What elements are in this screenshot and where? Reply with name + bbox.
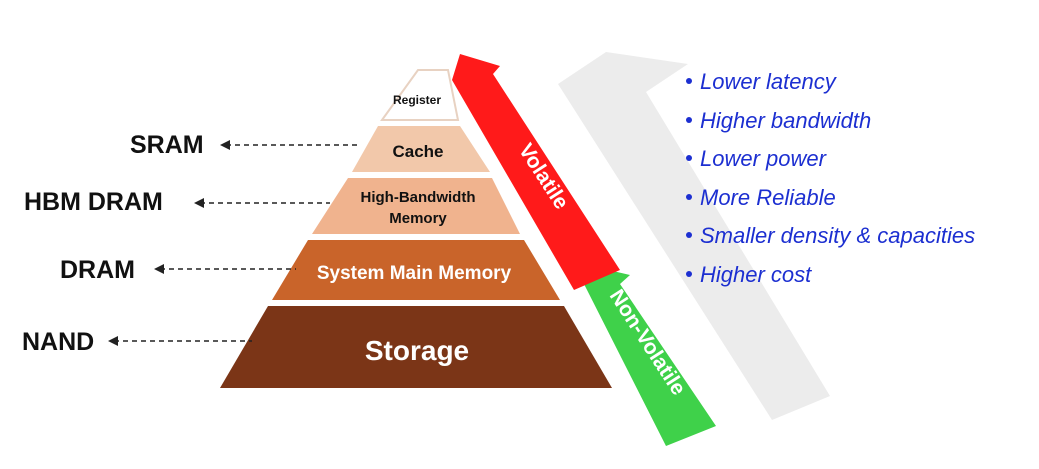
tier-label-register: Register	[393, 93, 441, 107]
tier-system-main-memory	[272, 240, 560, 300]
bullet-dot	[686, 78, 692, 84]
property-lower-power: Lower power	[700, 146, 828, 171]
arrowhead-nand	[108, 336, 118, 346]
tier-label-storage: Storage	[365, 335, 469, 366]
arrowhead-hbm-dram	[194, 198, 204, 208]
bullet-dot	[686, 155, 692, 161]
memory-type-hbm-dram: HBM DRAM	[24, 188, 163, 216]
tier-storage	[220, 306, 612, 388]
tier-label-cache: Cache	[392, 142, 443, 161]
tier-cache	[352, 126, 490, 172]
bullet-dot	[686, 117, 692, 123]
property-higher-bandwidth: Higher bandwidth	[700, 108, 871, 133]
memory-type-labels: SRAM HBM DRAM DRAM NAND	[22, 131, 358, 356]
memory-type-nand: NAND	[22, 328, 94, 356]
property-higher-cost: Higher cost	[700, 262, 812, 287]
non-volatile-arrow-body	[584, 268, 716, 446]
property-lower-latency: Lower latency	[700, 69, 838, 94]
memory-type-sram: SRAM	[130, 131, 204, 159]
volatile-arrow-body	[452, 54, 620, 290]
arrowhead-sram	[220, 140, 230, 150]
memory-type-dram: DRAM	[60, 256, 135, 284]
pyramid: Register Cache High-Bandwidth Memory Sys…	[220, 69, 612, 388]
tier-label-hbm-line2: Memory	[389, 210, 447, 227]
bullet-dot	[686, 232, 692, 238]
bullet-dot	[686, 271, 692, 277]
tier-label-system-main-memory: System Main Memory	[317, 263, 512, 284]
property-more-reliable: More Reliable	[700, 185, 836, 210]
trend-arrow	[558, 52, 830, 420]
tier-label-hbm-line1: High-Bandwidth	[361, 189, 476, 206]
bullet-dot	[686, 194, 692, 200]
arrowhead-dram	[154, 264, 164, 274]
property-smaller-density: Smaller density & capacities	[700, 223, 975, 248]
tier-high-bandwidth-memory	[312, 178, 520, 234]
tier-register	[380, 69, 460, 121]
properties-list: Lower latency Higher bandwidth Lower pow…	[686, 69, 975, 287]
